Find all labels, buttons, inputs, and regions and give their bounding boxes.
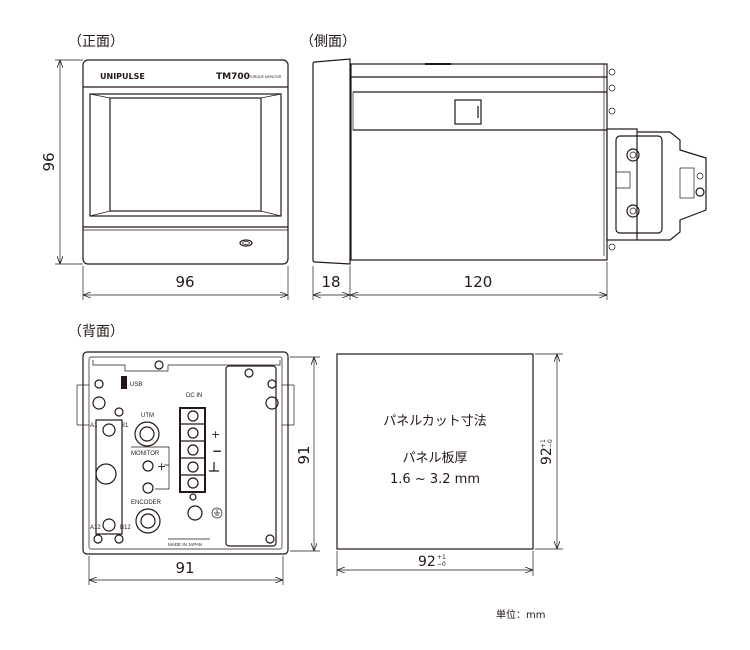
panel-thickness-label: パネル板厚 <box>402 451 467 466</box>
encoder-connector-icon <box>135 508 161 534</box>
front-height-dim: 96 <box>40 152 58 171</box>
panel-cut-title: パネルカット寸法 <box>383 414 487 429</box>
display-screen <box>109 97 262 212</box>
panel-cutout-view: パネルカット寸法 パネル板厚 1.6 ~ 3.2 mm 92 +1 −0 92 … <box>336 353 563 576</box>
panel-cutout-outline <box>336 353 534 550</box>
unit-note: 単位：mm <box>496 608 545 621</box>
connector-bracket <box>637 131 707 241</box>
monitor-label: MONITOR <box>131 451 160 457</box>
dc-plus-label: + <box>211 428 220 441</box>
frame-ground-icon <box>209 462 219 472</box>
rear-height-dim: 91 <box>295 445 313 464</box>
monitor-plus-jack-icon <box>142 460 154 472</box>
protective-earth-icon <box>211 507 223 519</box>
a12-label: A12 <box>90 525 101 531</box>
front-view: （正面） UNIPULSE TM700 TORQUE MONITOR 96 96 <box>40 34 289 300</box>
screws <box>92 360 279 544</box>
dc-in-label: DC IN <box>186 393 202 399</box>
model-sub-label: TORQUE MONITOR <box>249 75 282 79</box>
b1-label: B1 <box>121 423 129 429</box>
brand-logo: UNIPULSE <box>100 72 145 81</box>
dc-minus-label: − <box>212 444 222 458</box>
cut-width-tol-plus: +1 <box>437 554 446 561</box>
monitor-minus-jack-icon <box>142 482 154 494</box>
encoder-label: ENCODER <box>131 500 162 506</box>
cut-height-tol-minus: −0 <box>547 439 554 448</box>
rear-width-dim: 91 <box>175 559 194 577</box>
side-bezel <box>312 58 351 265</box>
led-indicator-icon <box>239 239 253 247</box>
made-in-label: MADE IN JAPAN <box>168 542 202 547</box>
cut-width-dim: 92 <box>418 554 436 570</box>
utm-connector-icon <box>134 421 160 447</box>
usb-port-icon <box>121 376 127 389</box>
usb-label: USB <box>130 382 142 388</box>
side-view: （側面） 18 120 <box>300 34 707 300</box>
model-label: TM700 <box>216 72 250 82</box>
body-depth-dim: 120 <box>464 273 493 291</box>
rear-view: （背面） USB A1 B1 A12 B12 UTM MONITOR + ENC… <box>68 324 320 585</box>
cut-width-tol-minus: −0 <box>437 561 446 568</box>
panel-thickness-value: 1.6 ~ 3.2 mm <box>390 472 480 487</box>
cut-height-tol-plus: +1 <box>540 439 547 448</box>
rear-cover-plate <box>225 365 277 547</box>
a1-label: A1 <box>90 423 98 429</box>
display-bezel <box>89 93 282 217</box>
ground-screw-icon <box>187 505 203 521</box>
side-view-title: （側面） <box>300 34 356 50</box>
cut-height-dim: 92 <box>539 447 555 465</box>
front-view-title: （正面） <box>68 34 124 50</box>
front-width-dim: 96 <box>175 273 194 291</box>
bezel-depth-dim: 18 <box>321 273 340 291</box>
rear-view-title: （背面） <box>68 324 124 340</box>
utm-label: UTM <box>141 413 154 419</box>
side-body <box>350 63 608 261</box>
b12-label: B12 <box>120 525 131 531</box>
side-latch <box>454 99 482 125</box>
front-panel-outline <box>82 59 289 265</box>
monitor-plus-label: + <box>157 460 166 473</box>
side-connector <box>606 128 638 241</box>
